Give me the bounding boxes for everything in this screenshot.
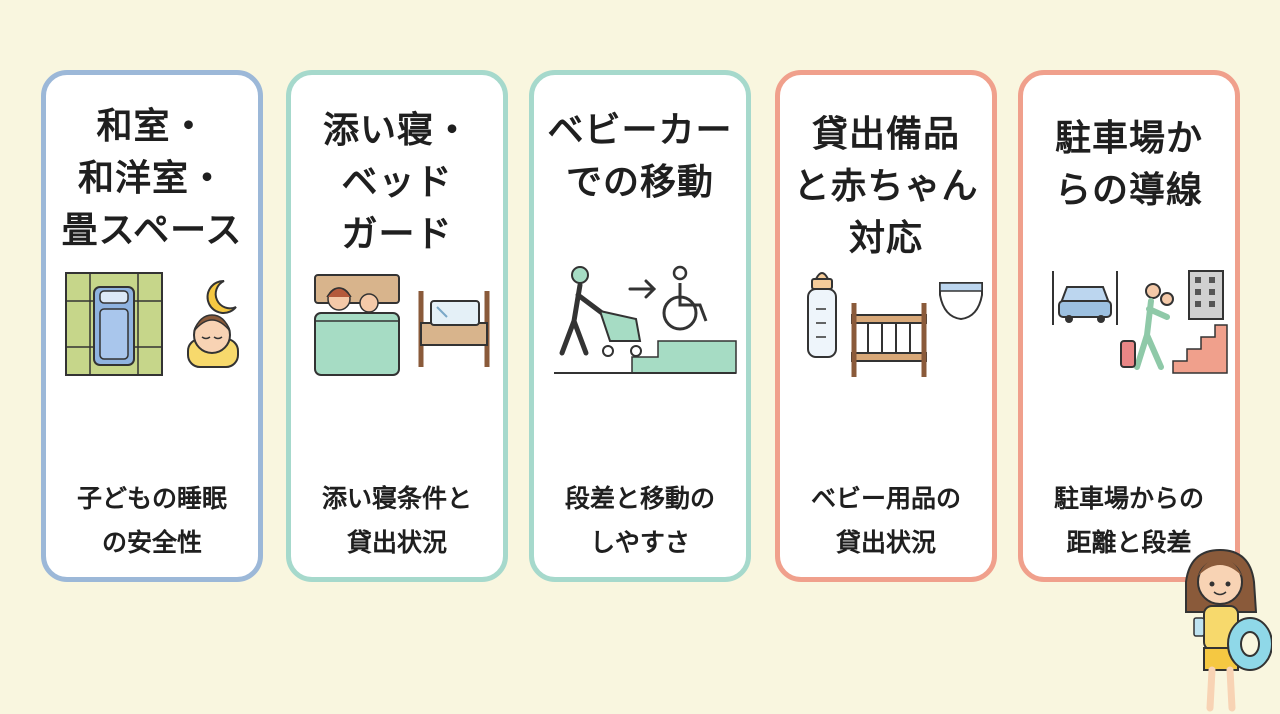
parent-carrying-child-icon [1120, 283, 1174, 370]
car-icon [1052, 271, 1118, 325]
building-icon [1188, 270, 1224, 320]
card-rental-items: 貸出備品 と赤ちゃん 対応 ベビー用品の 貸出状況 [775, 70, 997, 582]
card-co-sleeping: 添い寝・ ベッド ガード 添い寝条件と 貸出状況 [286, 70, 508, 582]
steps-icon [554, 340, 737, 374]
card-illustration [554, 265, 737, 374]
card-illustration [1052, 270, 1228, 374]
diaper-icon [939, 282, 983, 321]
card-caption: 添い寝条件と 貸出状況 [321, 484, 472, 557]
card-illustration [65, 272, 239, 376]
card-caption: 子どもの睡眠 の安全性 [76, 484, 227, 557]
card-japanese-room: 和室・ 和洋室・ 畳スペース 子どもの睡眠 の安全性 [41, 70, 263, 582]
card-caption: 駐車場からの 距離と段差 [1053, 484, 1204, 557]
card-illustration [314, 274, 490, 376]
co-sleeping-bed-icon [314, 274, 400, 376]
card-parking-route: 駐車場か らの導線 駐車場からの 距離と段差 [1018, 70, 1240, 582]
card-caption: 段差と移動の しやすさ [564, 484, 715, 557]
card-title: ベビーカー での移動 [547, 110, 733, 203]
card-illustration [807, 272, 983, 377]
baby-bottle-icon [807, 272, 837, 358]
card-caption: ベビー用品の 貸出状況 [810, 484, 961, 557]
wheelchair-icon [662, 265, 708, 331]
arrow-right-icon [628, 279, 657, 299]
stroller-person-icon [559, 266, 642, 357]
girl-with-float-ring-icon [1185, 548, 1272, 712]
stairs-icon [1172, 324, 1228, 374]
tatami-futon-icon [65, 272, 163, 376]
card-title: 駐車場か らの導線 [1054, 118, 1203, 211]
card-stroller: ベビーカー での移動 段差と移動の しやすさ [529, 70, 751, 582]
sleeping-child-icon [187, 314, 239, 368]
bed-guard-icon [418, 291, 490, 367]
card-title: 添い寝・ ベッド ガード [322, 110, 471, 255]
crescent-moon-icon [206, 279, 237, 314]
crib-icon [851, 303, 927, 377]
card-title: 貸出備品 と赤ちゃん 対応 [793, 114, 979, 259]
card-title: 和室・ 和洋室・ 畳スペース [61, 106, 243, 251]
